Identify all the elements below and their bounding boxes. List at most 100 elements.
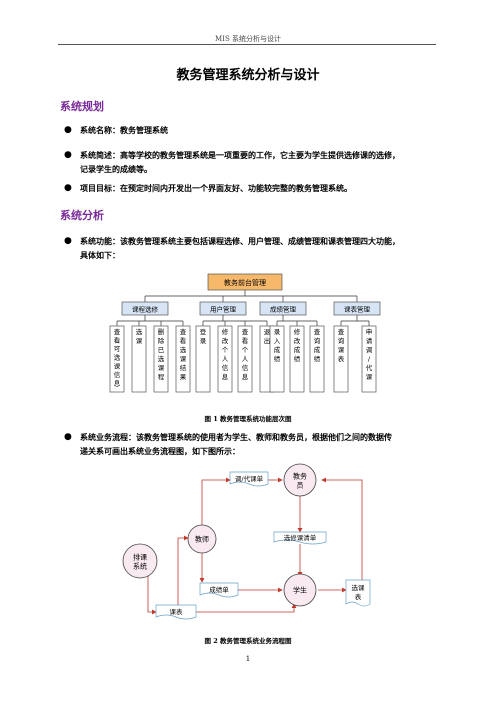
leaf-char: 人 bbox=[222, 355, 229, 363]
leaf-char: 果 bbox=[180, 373, 187, 381]
figure-1-caption: 图 1 教务管理系统功能层次图 bbox=[204, 415, 292, 423]
leaf-char: 修 bbox=[222, 327, 229, 336]
leaf-char: 成 bbox=[274, 345, 281, 354]
flow-doc-label: 成绩单 bbox=[209, 585, 229, 594]
leaf-node bbox=[309, 325, 325, 393]
leaf-char: 可 bbox=[114, 345, 121, 353]
leaf-char: 个 bbox=[222, 346, 229, 354]
leaf-char: 改 bbox=[294, 336, 301, 345]
leaf-node bbox=[109, 325, 125, 393]
leaf-char: 选 bbox=[136, 327, 143, 336]
leaf-char: 查 bbox=[338, 327, 345, 336]
root-node bbox=[207, 273, 283, 291]
leaf-char: 成 bbox=[294, 345, 301, 354]
function-hierarchy-diagram: 教务前台管理 课程选修用户管理成绩管理课表管理 查看可选课信息选课删除已选课程查… bbox=[109, 273, 381, 393]
leaf-char: 删 bbox=[158, 327, 165, 336]
flow-node-jiaowuyuan bbox=[283, 463, 317, 497]
item-label: 系统业务流程： bbox=[80, 432, 136, 442]
item-label: 项目目标： bbox=[80, 183, 120, 193]
item-label: 系统简述： bbox=[80, 150, 120, 160]
leaf-char: 息 bbox=[222, 372, 229, 381]
analysis-item-flow: 系统业务流程：该教务管理系统的使用者为学生、教师和教务员，根据他们之间的数据传 … bbox=[80, 430, 440, 458]
leaf-char: 看 bbox=[242, 337, 249, 345]
leaf-char: 信 bbox=[114, 370, 121, 379]
item-text-cont: 记录学生的成绩等。 bbox=[80, 164, 152, 174]
leaf-node bbox=[153, 325, 169, 393]
leaf-char: 课 bbox=[114, 361, 121, 370]
leaf-char: 代 bbox=[366, 363, 373, 372]
leaf-node bbox=[131, 325, 147, 393]
group-label: 成绩管理 bbox=[270, 305, 297, 314]
planning-item-goal: 项目目标：在预定时间内开发出一个界面友好、功能较完整的教务管理系统。 bbox=[80, 181, 440, 195]
planning-item-summary: 系统简述：高等学校的教务管理系统是一项重要的工作，它主要为学生提供选修课的选修，… bbox=[80, 148, 440, 176]
leaf-char: 看 bbox=[180, 337, 187, 345]
section-heading-planning: 系统规划 bbox=[60, 100, 104, 113]
flow-node-label: 排课 bbox=[133, 553, 147, 562]
leaf-char: 查 bbox=[242, 327, 249, 336]
flow-node-label: 教务 bbox=[293, 472, 307, 481]
leaf-char: 查 bbox=[180, 327, 187, 336]
leaf-char: 调 bbox=[366, 345, 373, 354]
leaf-char: 录 bbox=[200, 337, 207, 345]
leaf-char: 程 bbox=[158, 372, 165, 381]
item-label: 系统功能： bbox=[80, 236, 120, 246]
leaf-char: 表 bbox=[338, 354, 345, 363]
flow-doc-label: 课表 bbox=[170, 607, 184, 616]
root-label: 教务前台管理 bbox=[224, 278, 266, 287]
leaf-char: 询 bbox=[314, 336, 321, 345]
flow-node-label: 教师 bbox=[195, 535, 209, 544]
leaf-char: 课 bbox=[366, 372, 373, 381]
analysis-item-function: 系统功能：该教务管理系统主要包括课程选修、用户管理、成绩管理和课表管理四大功能，… bbox=[80, 234, 440, 262]
bullet-icon: ● bbox=[64, 183, 72, 193]
leaf-char: 绩 bbox=[294, 354, 301, 363]
group-label: 课表管理 bbox=[344, 305, 371, 314]
leaf-char: 课 bbox=[338, 345, 345, 354]
header-rule bbox=[58, 44, 436, 45]
item-text-cont: 递关系可画出系统业务流程图，如下图所示： bbox=[80, 446, 240, 456]
flow-doc-tiaodaike bbox=[229, 471, 269, 487]
leaf-char: 登 bbox=[200, 327, 207, 336]
leaf-char: 录 bbox=[274, 328, 281, 336]
leaf-node bbox=[237, 325, 253, 393]
page-header: MIS 系统分析与设计 bbox=[215, 35, 281, 43]
flow-node-xuesheng bbox=[283, 573, 317, 607]
leaf-node bbox=[361, 325, 377, 393]
bullet-icon: ● bbox=[64, 236, 72, 246]
page-number: 1 bbox=[245, 655, 251, 663]
group-label: 课程选修 bbox=[132, 305, 159, 314]
bullet-icon: ● bbox=[64, 432, 72, 442]
item-text: 该教务管理系统主要包括课程选修、用户管理、成绩管理和课表管理四大功能， bbox=[120, 236, 400, 246]
leaf-char: 息 bbox=[242, 372, 249, 381]
leaf-char: 绩 bbox=[274, 354, 281, 363]
flow-node-label: 员 bbox=[297, 482, 304, 490]
group-label: 用户管理 bbox=[210, 305, 237, 314]
item-text: 在预定时间内开发出一个界面友好、功能较完整的教务管理系统。 bbox=[120, 183, 352, 193]
leaf-char: 申 bbox=[366, 327, 373, 336]
document-title: 教务管理系统分析与设计 bbox=[176, 68, 320, 83]
flow-doc-label: 调/代课单 bbox=[235, 474, 264, 483]
planning-item-name: 系统名称：教务管理系统 bbox=[80, 123, 440, 137]
leaf-char: 课 bbox=[158, 363, 165, 372]
leaf-char: 信 bbox=[242, 363, 249, 372]
leaf-node bbox=[269, 325, 285, 393]
leaf-char: 选 bbox=[158, 354, 165, 363]
leaf-char: 请 bbox=[366, 336, 373, 345]
leaf-char: 人 bbox=[242, 355, 249, 363]
leaf-char: 课 bbox=[180, 354, 187, 363]
flow-doc-label: 选修课清单 bbox=[284, 533, 317, 542]
leaf-nodes: 查看可选课信息选课删除已选课程查看选课结果登录修改个人信息查看个人信息退出录入成… bbox=[109, 321, 377, 393]
leaf-node bbox=[333, 325, 349, 393]
flow-node-paike bbox=[122, 543, 158, 579]
leaf-char: 修 bbox=[294, 327, 301, 336]
leaf-char: 信 bbox=[222, 363, 229, 372]
flow-node-label: 学生 bbox=[293, 586, 307, 595]
leaf-node bbox=[217, 325, 233, 393]
leaf-char: 个 bbox=[242, 346, 249, 354]
item-label: 系统名称： bbox=[80, 125, 120, 135]
flow-doc-label: 表 bbox=[355, 592, 362, 601]
leaf-char: 查 bbox=[314, 327, 321, 336]
leaf-char: 已 bbox=[158, 346, 165, 354]
leaf-char: 选 bbox=[114, 353, 121, 362]
